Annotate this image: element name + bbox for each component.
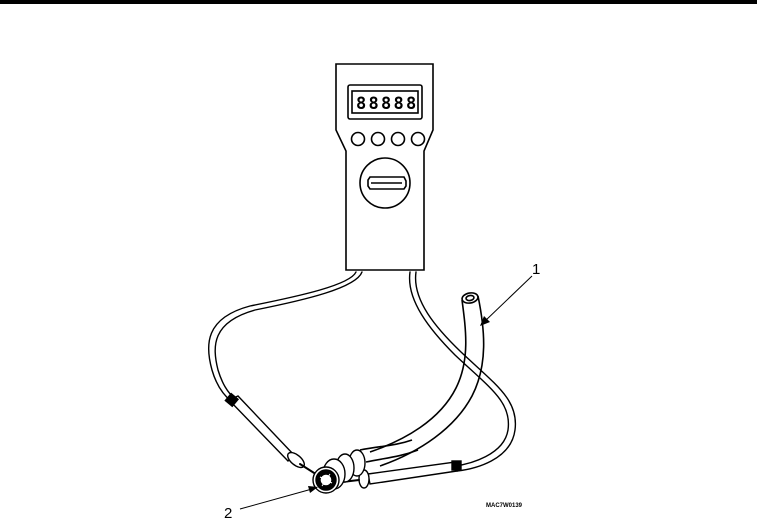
- callout-1-arrowhead: [480, 316, 490, 326]
- callout-1-leader: [483, 275, 533, 323]
- connector: [312, 449, 366, 494]
- meter-display-window: [351, 90, 419, 114]
- callout-2: 2: [224, 486, 318, 519]
- meter-display-digit: 8: [356, 94, 366, 114]
- meter-buttons: [350, 131, 426, 147]
- meter-button: [390, 131, 406, 147]
- meter-button: [410, 131, 426, 147]
- test-leads: [207, 271, 517, 489]
- meter-display-digit: 8: [381, 94, 391, 114]
- callout-1: 1: [480, 261, 540, 326]
- callout-2-label: 2: [224, 505, 232, 519]
- meter-display-digit: 8: [369, 94, 379, 114]
- figure-id: MAC7W0139: [486, 503, 523, 509]
- meter-button: [370, 131, 386, 147]
- meter-display-digit: 8: [406, 94, 416, 114]
- meter-rotary-selector: [359, 157, 411, 209]
- callout-2-leader: [239, 488, 313, 510]
- wiring-harness: [359, 292, 485, 467]
- callout-2-arrowhead: [308, 486, 318, 493]
- left-lead-wire: [207, 271, 357, 403]
- callout-1-label: 1: [532, 261, 540, 278]
- top-border-rule: [0, 0, 757, 4]
- meter-button: [350, 131, 366, 147]
- right-lead-wire: [408, 271, 510, 467]
- meter-display-digit: 8: [394, 94, 404, 114]
- left-test-probe: [224, 392, 323, 479]
